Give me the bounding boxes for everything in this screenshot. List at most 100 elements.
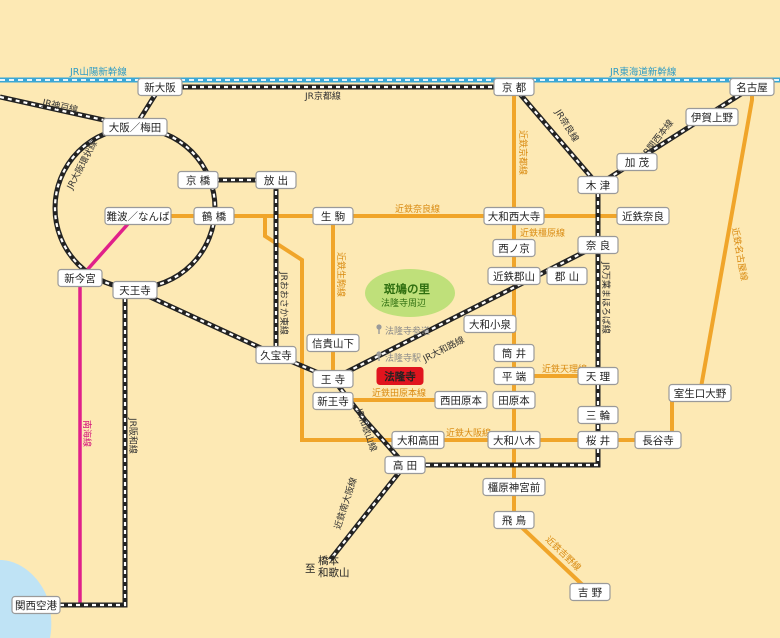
station-shin-oji[interactable]: 新王寺: [312, 391, 354, 411]
station-hasedera[interactable]: 長谷寺: [634, 430, 682, 450]
station-oji[interactable]: 王 寺: [312, 369, 354, 389]
station-namba[interactable]: 難波／なんば: [104, 206, 172, 226]
label-kintetsu-kashihara: 近鉄橿原線: [520, 227, 565, 239]
station-nagoya[interactable]: 名古屋: [729, 77, 775, 97]
station-asuka[interactable]: 飛 鳥: [493, 510, 535, 530]
station-shin-imamiya[interactable]: 新今宮: [57, 268, 103, 288]
station-label: 奈 良: [586, 239, 610, 252]
station-ikoma[interactable]: 生 駒: [312, 206, 354, 226]
station-label: 室生口大野: [674, 387, 727, 400]
station-miwa[interactable]: 三 輪: [577, 405, 619, 425]
station-kyuhoji[interactable]: 久宝寺: [255, 345, 297, 365]
line-labels: JR山陽新幹線 JR東海道新幹線 JR神戸線 JR京都線 JR大阪環状線 JR奈…: [40, 66, 750, 573]
station-yamato-yagi[interactable]: 大和八木: [487, 430, 541, 450]
station-label: 王 寺: [321, 374, 345, 386]
landmark-horyuji-sando: 法隆寺参道: [375, 323, 430, 337]
station-label: 伊賀上野: [691, 112, 733, 124]
station-tawaramoto[interactable]: 田原本: [492, 390, 536, 410]
station-label: 桜 井: [586, 434, 610, 447]
label-tokaido-shinkansen: JR東海道新幹線: [609, 66, 677, 78]
station-label: 信貴山下: [312, 337, 354, 350]
label-nankai: 南海線: [81, 420, 93, 447]
station-hirahata[interactable]: 平 端: [493, 366, 535, 386]
label-kintetsu-tenri: 近鉄天理線: [542, 363, 587, 375]
station-kintetsu-koriyama[interactable]: 近鉄郡山: [487, 266, 541, 286]
label-kintetsu-osaka: 近鉄大阪線: [446, 427, 491, 439]
label-jr-manyo: JR万葉まほろば線: [600, 261, 612, 334]
station-shin-osaka[interactable]: 新大阪: [137, 77, 183, 97]
label-kintetsu-nara: 近鉄奈良線: [395, 203, 440, 215]
station-tsuruhashi[interactable]: 鶴 橋: [193, 206, 235, 226]
station-label: 大和小泉: [469, 318, 511, 331]
station-label: 名古屋: [736, 81, 768, 94]
station-kintetsu-nara[interactable]: 近鉄奈良: [616, 206, 670, 226]
station-osaka-umeda[interactable]: 大阪／梅田: [102, 117, 168, 137]
station-iga-ueno[interactable]: 伊賀上野: [685, 107, 739, 127]
station-label: 大和高田: [397, 434, 439, 447]
destination-prefix: 至: [305, 563, 316, 575]
station-label: 大阪／梅田: [109, 121, 162, 134]
station-kamo[interactable]: 加 茂: [616, 152, 658, 172]
station-kyobashi[interactable]: 京 橋: [177, 170, 219, 190]
label-jr-osaka-higashi: JRおおさか東線: [278, 271, 290, 335]
station-label: 筒 井: [502, 347, 526, 360]
station-takada[interactable]: 高 田: [384, 455, 426, 475]
station-yamato-koizumi[interactable]: 大和小泉: [463, 314, 517, 334]
landmark-horyuji-eki: 法隆寺駅: [375, 350, 421, 364]
station-nara[interactable]: 奈 良: [577, 235, 619, 255]
station-label: 飛 鳥: [502, 514, 526, 527]
station-label: 加 茂: [625, 156, 650, 169]
station-yoshino[interactable]: 吉 野: [569, 582, 611, 602]
station-kyoto[interactable]: 京 都: [493, 77, 535, 97]
station-label: 吉 野: [578, 587, 603, 599]
station-yamato-takada[interactable]: 大和高田: [391, 430, 445, 450]
station-label: 天王寺: [119, 285, 151, 297]
station-label: 新今宮: [64, 272, 96, 285]
station-tenri[interactable]: 天 理: [577, 366, 619, 386]
svg-text:法隆寺参道: 法隆寺参道: [385, 325, 430, 337]
label-sanyo-shinkansen: JR山陽新幹線: [69, 66, 127, 78]
station-koriyama[interactable]: 郡 山: [546, 266, 588, 286]
station-label: 木 津: [586, 180, 611, 192]
station-label: 久宝寺: [260, 349, 292, 362]
station-label: 京 都: [502, 81, 527, 94]
station-shigisanshita[interactable]: 信貴山下: [306, 333, 360, 353]
station-hanaten[interactable]: 放 出: [255, 170, 297, 190]
label-kintetsu-minami-osaka: 近鉄南大阪線: [331, 476, 359, 531]
station-label: 西田原本: [440, 394, 482, 407]
label-kintetsu-kyoto: 近鉄京都線: [517, 130, 529, 175]
station-label: 法隆寺: [384, 370, 416, 383]
station-label: 難波／なんば: [107, 210, 170, 223]
station-label: 鶴 橋: [202, 210, 227, 223]
destination-label: 至 橋本 和歌山: [305, 554, 350, 579]
station-kashihara-jingumae[interactable]: 橿原神宮前: [482, 477, 546, 497]
destination-line2: 和歌山: [318, 566, 350, 579]
label-jr-kobe: JR神戸線: [40, 96, 79, 116]
station-kansai-airport[interactable]: 関西空港: [11, 595, 61, 615]
station-label: 長谷寺: [642, 435, 674, 447]
area-subtitle: 法隆寺周辺: [381, 297, 426, 309]
line-kintetsu-yoshino: [512, 518, 592, 594]
station-sakurai[interactable]: 桜 井: [577, 430, 619, 450]
kintetsu-lines: [133, 85, 754, 594]
station-label: 新大阪: [144, 81, 176, 94]
station-asagiri[interactable]: 室生口大野: [668, 383, 732, 403]
station-kizu[interactable]: 木 津: [577, 175, 619, 195]
station-nishinokyo[interactable]: 西ノ京: [492, 238, 536, 258]
label-kintetsu-ikoma: 近鉄生駒線: [335, 252, 347, 297]
station-tsutsui[interactable]: 筒 井: [493, 343, 535, 363]
ikaruga-area: [365, 269, 455, 317]
station-label: 生 駒: [321, 210, 345, 223]
station-tennoji[interactable]: 天王寺: [112, 280, 158, 300]
label-jr-kyoto: JR京都線: [304, 90, 341, 102]
station-yamato-saidaiji[interactable]: 大和西大寺: [483, 206, 545, 226]
station-label: 近鉄郡山: [493, 270, 535, 283]
station-nishitawaramoto[interactable]: 西田原本: [434, 390, 488, 410]
station-horyuji[interactable]: 法隆寺: [376, 367, 424, 385]
station-label: 田原本: [498, 394, 530, 407]
station-label: 放 出: [264, 174, 288, 187]
area-title: 斑鳩の里: [384, 282, 430, 296]
station-label: 新王寺: [317, 395, 349, 408]
